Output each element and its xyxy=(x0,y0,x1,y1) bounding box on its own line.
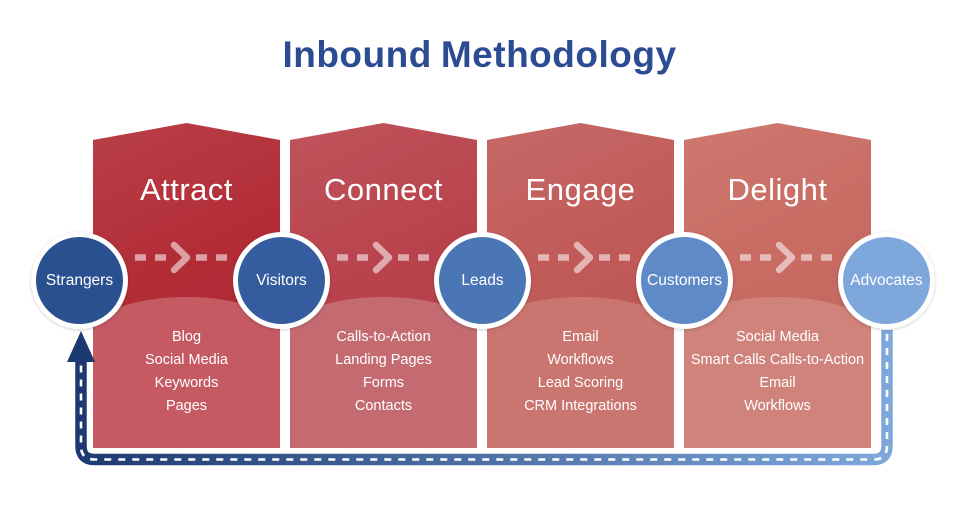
milestone-visitors: Visitors xyxy=(233,232,330,329)
list-item: Lead Scoring xyxy=(537,375,624,391)
connect-label: Connect xyxy=(324,172,443,207)
title-word-methodology: Methodology xyxy=(440,34,677,75)
milestone-label: Advocates xyxy=(850,271,923,289)
list-item: CRM Integrations xyxy=(524,398,637,414)
milestone-strangers: Strangers xyxy=(31,232,128,329)
engage-tools-list: Email Workflows Lead Scoring CRM Integra… xyxy=(487,297,674,448)
milestone-label: Visitors xyxy=(256,271,307,289)
list-item: Smart Calls Calls-to-Action xyxy=(690,352,865,368)
milestone-customers: Customers xyxy=(636,232,733,329)
attract-label: Attract xyxy=(139,172,234,207)
list-item: Workflows xyxy=(547,352,614,368)
list-item: Workflows xyxy=(744,398,811,414)
list-item: Social Media xyxy=(144,352,228,368)
engage-label: Engage xyxy=(525,172,636,207)
milestone-leads: Leads xyxy=(434,232,531,329)
list-item: Email xyxy=(759,375,796,391)
list-item: Contacts xyxy=(354,398,413,414)
list-item: Pages xyxy=(165,398,208,414)
milestone-label: Leads xyxy=(461,271,504,289)
milestone-advocates: Advocates xyxy=(838,232,935,329)
milestone-label: Strangers xyxy=(45,271,114,289)
milestone-label: Customers xyxy=(647,271,722,289)
list-item: Calls-to-Action xyxy=(336,329,431,345)
title-word-inbound: Inbound xyxy=(282,34,432,75)
list-item: Email xyxy=(562,329,599,345)
list-item: Social Media xyxy=(735,329,819,345)
list-item: Keywords xyxy=(154,375,219,391)
loop-arrowhead-up-icon xyxy=(67,331,95,362)
list-item: Forms xyxy=(362,375,405,391)
delight-label: Delight xyxy=(727,172,828,207)
connect-tools-list: Calls-to-Action Landing Pages Forms Cont… xyxy=(290,297,477,448)
list-item: Blog xyxy=(171,329,202,345)
list-item: Landing Pages xyxy=(335,352,432,368)
